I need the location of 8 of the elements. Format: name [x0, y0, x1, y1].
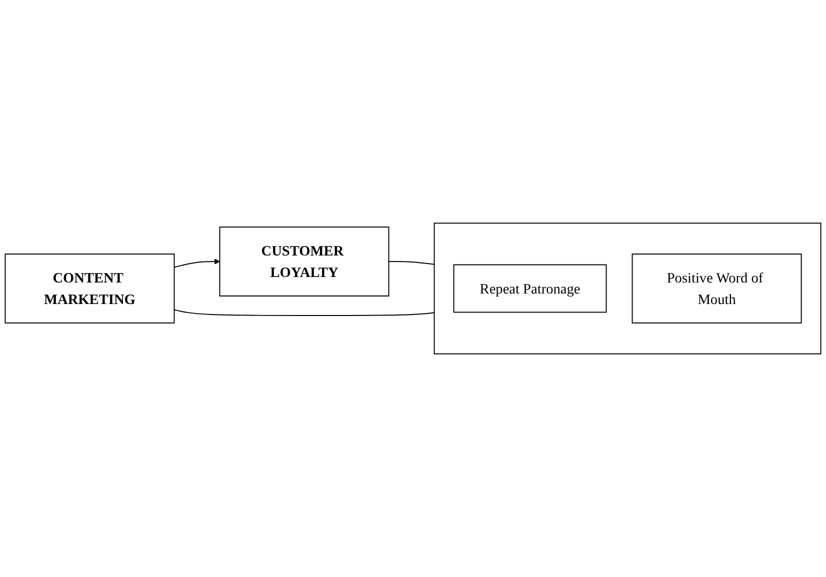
cluster: [434, 222, 822, 354]
connector: [174, 309, 435, 316]
node-box: Repeat Patronage: [453, 264, 607, 313]
arrow: [174, 258, 220, 268]
node-box: CUSTOMER LOYALTY: [219, 226, 390, 296]
node-box: CONTENT MARKETING: [4, 254, 175, 324]
connector: [388, 261, 435, 265]
node-box: Positive Word of Mouth: [632, 254, 802, 324]
